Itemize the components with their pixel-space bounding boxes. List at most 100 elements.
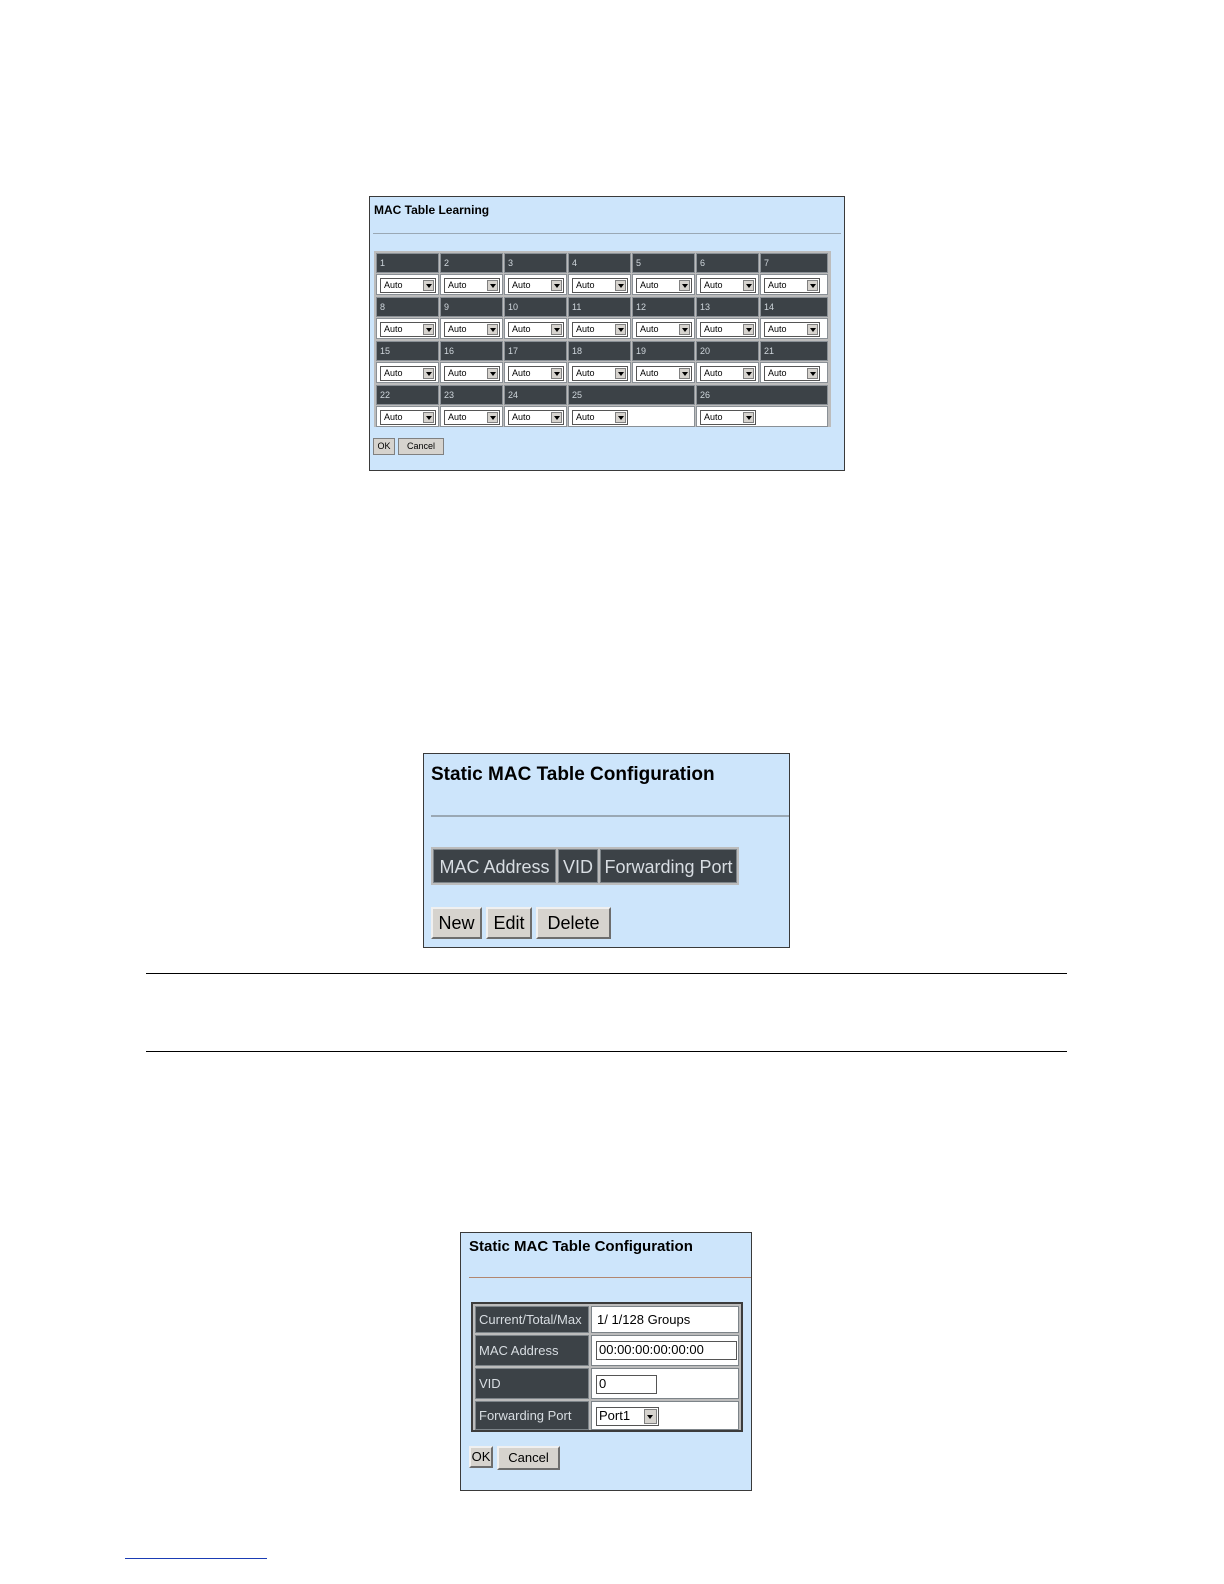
port-header: 23 xyxy=(440,385,503,405)
port-learning-value: Auto xyxy=(768,324,787,334)
cancel-button[interactable]: Cancel xyxy=(497,1446,560,1470)
port-header: 22 xyxy=(376,385,439,405)
port-learning-select[interactable]: Auto xyxy=(508,278,564,293)
current-total-max-value: 1/ 1/128 Groups xyxy=(591,1306,739,1333)
chevron-down-icon[interactable] xyxy=(551,368,562,379)
chevron-down-icon[interactable] xyxy=(551,412,562,423)
cancel-button[interactable]: Cancel xyxy=(398,438,444,455)
chevron-down-icon[interactable] xyxy=(743,412,754,423)
port-cell: Auto xyxy=(440,362,503,383)
port-header: 20 xyxy=(696,341,759,361)
port-learning-select[interactable]: Auto xyxy=(572,410,628,425)
port-learning-select[interactable]: Auto xyxy=(764,278,820,293)
panel-title: Static MAC Table Configuration xyxy=(469,1238,693,1255)
port-learning-select[interactable]: Auto xyxy=(636,322,692,337)
port-learning-select[interactable]: Auto xyxy=(508,410,564,425)
ok-button[interactable]: OK xyxy=(469,1446,493,1468)
port-learning-select[interactable]: Auto xyxy=(444,366,500,381)
chevron-down-icon[interactable] xyxy=(807,280,818,291)
port-learning-select[interactable]: Auto xyxy=(380,410,436,425)
chevron-down-icon[interactable] xyxy=(487,324,498,335)
port-learning-select[interactable]: Auto xyxy=(572,278,628,293)
vid-cell: 0 xyxy=(591,1368,739,1399)
chevron-down-icon[interactable] xyxy=(551,280,562,291)
chevron-down-icon[interactable] xyxy=(615,412,626,423)
forwarding-port-select[interactable]: Port1 xyxy=(596,1407,659,1426)
port-cell: Auto xyxy=(504,318,567,339)
vid-input[interactable]: 0 xyxy=(596,1375,657,1394)
port-learning-value: Auto xyxy=(448,324,467,334)
port-learning-select[interactable]: Auto xyxy=(572,322,628,337)
port-learning-select[interactable]: Auto xyxy=(572,366,628,381)
delete-button[interactable]: Delete xyxy=(536,907,611,939)
port-learning-select[interactable]: Auto xyxy=(444,410,500,425)
chevron-down-icon[interactable] xyxy=(423,324,434,335)
port-learning-value: Auto xyxy=(640,368,659,378)
chevron-down-icon[interactable] xyxy=(615,324,626,335)
port-learning-select[interactable]: Auto xyxy=(700,278,756,293)
port-header: 14 xyxy=(760,297,828,317)
port-cell: Auto xyxy=(376,274,439,295)
divider xyxy=(146,973,1067,974)
port-learning-value: Auto xyxy=(448,368,467,378)
chevron-down-icon[interactable] xyxy=(807,368,818,379)
chevron-down-icon[interactable] xyxy=(487,368,498,379)
chevron-down-icon[interactable] xyxy=(679,324,690,335)
port-header: 13 xyxy=(696,297,759,317)
chevron-down-icon[interactable] xyxy=(423,368,434,379)
port-learning-select[interactable]: Auto xyxy=(700,366,756,381)
divider xyxy=(146,1051,1067,1052)
port-learning-value: Auto xyxy=(704,280,723,290)
chevron-down-icon[interactable] xyxy=(743,280,754,291)
chevron-down-icon[interactable] xyxy=(679,368,690,379)
port-learning-select[interactable]: Auto xyxy=(380,366,436,381)
port-learning-select[interactable]: Auto xyxy=(764,366,820,381)
footer-link-underline xyxy=(125,1558,267,1559)
port-learning-select[interactable]: Auto xyxy=(508,322,564,337)
port-cell: Auto xyxy=(568,318,631,339)
edit-button[interactable]: Edit xyxy=(486,907,532,939)
forwarding-port-label: Forwarding Port xyxy=(475,1401,589,1430)
forwarding-port-value: Port1 xyxy=(599,1408,631,1423)
mac-address-input[interactable]: 00:00:00:00:00:00 xyxy=(596,1341,737,1360)
port-header: 24 xyxy=(504,385,567,405)
port-learning-select[interactable]: Auto xyxy=(444,322,500,337)
port-cell: Auto xyxy=(440,274,503,295)
port-learning-select[interactable]: Auto xyxy=(508,366,564,381)
port-cell: Auto xyxy=(568,406,695,427)
chevron-down-icon[interactable] xyxy=(743,368,754,379)
chevron-down-icon[interactable] xyxy=(679,280,690,291)
port-learning-value: Auto xyxy=(384,368,403,378)
new-button[interactable]: New xyxy=(431,907,482,939)
port-learning-select[interactable]: Auto xyxy=(700,322,756,337)
chevron-down-icon[interactable] xyxy=(615,280,626,291)
chevron-down-icon[interactable] xyxy=(423,280,434,291)
chevron-down-icon[interactable] xyxy=(487,412,498,423)
port-learning-select[interactable]: Auto xyxy=(636,278,692,293)
divider xyxy=(431,815,789,817)
chevron-down-icon[interactable] xyxy=(807,324,818,335)
port-learning-select[interactable]: Auto xyxy=(700,410,756,425)
chevron-down-icon[interactable] xyxy=(423,412,434,423)
port-learning-select[interactable]: Auto xyxy=(380,278,436,293)
port-header: 1 xyxy=(376,253,439,273)
port-header: 25 xyxy=(568,385,695,405)
chevron-down-icon[interactable] xyxy=(487,280,498,291)
chevron-down-icon[interactable] xyxy=(615,368,626,379)
port-learning-value: Auto xyxy=(768,368,787,378)
port-learning-value: Auto xyxy=(704,368,723,378)
port-learning-select[interactable]: Auto xyxy=(636,366,692,381)
port-cell: Auto xyxy=(504,362,567,383)
port-learning-value: Auto xyxy=(576,412,595,422)
port-learning-select[interactable]: Auto xyxy=(764,322,820,337)
port-learning-select[interactable]: Auto xyxy=(444,278,500,293)
port-learning-select[interactable]: Auto xyxy=(380,322,436,337)
ok-button[interactable]: OK xyxy=(373,438,395,455)
port-header: 7 xyxy=(760,253,828,273)
chevron-down-icon[interactable] xyxy=(644,1409,657,1424)
static-mac-table-header: MAC Address VID Forwarding Port xyxy=(431,847,739,885)
chevron-down-icon[interactable] xyxy=(743,324,754,335)
port-learning-value: Auto xyxy=(576,280,595,290)
chevron-down-icon[interactable] xyxy=(551,324,562,335)
